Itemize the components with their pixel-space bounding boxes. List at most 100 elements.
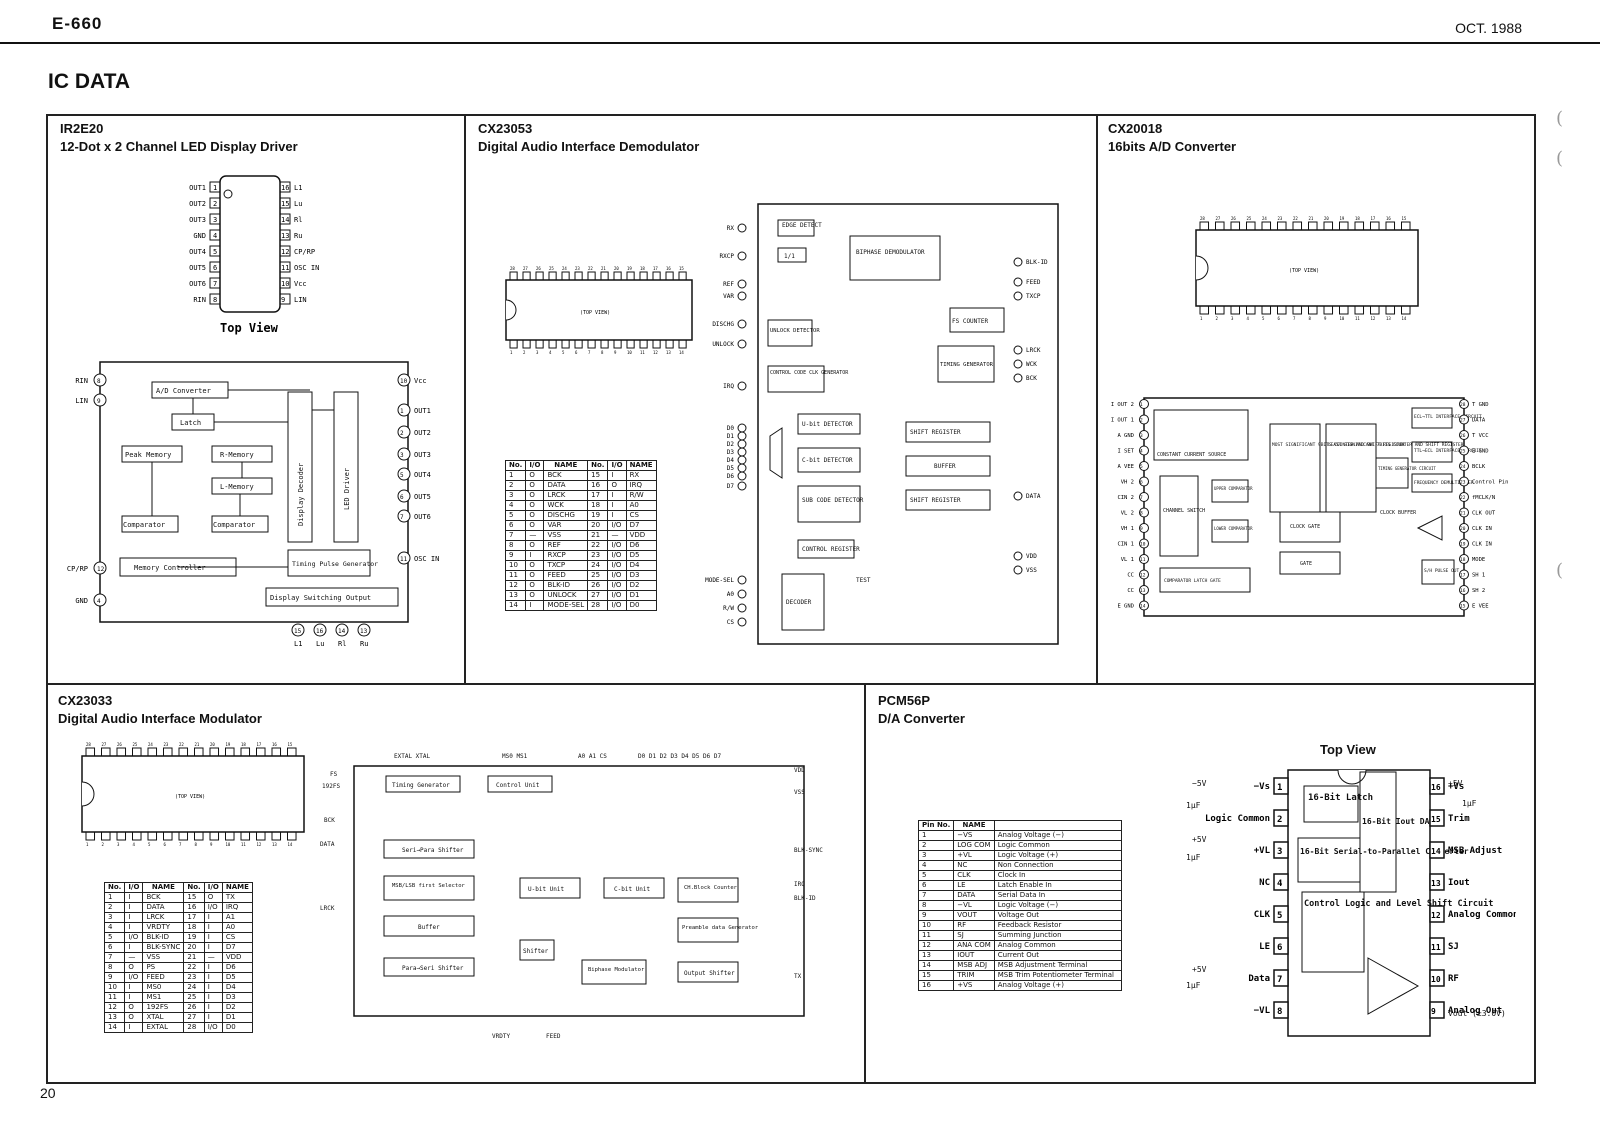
ir2e20-driver: LED Driver bbox=[343, 468, 351, 510]
svg-text:24: 24 bbox=[562, 266, 567, 271]
svg-text:VSS: VSS bbox=[794, 789, 805, 796]
svg-text:Biphase Modulator: Biphase Modulator bbox=[588, 967, 645, 973]
svg-text:9: 9 bbox=[1324, 316, 1327, 321]
svg-text:Control Logic and Level Shift: Control Logic and Level Shift Circuit bbox=[1304, 898, 1493, 909]
pin-label: OUT1 bbox=[189, 184, 206, 192]
svg-text:CONTROL REGISTER: CONTROL REGISTER bbox=[802, 546, 860, 553]
pin bbox=[209, 197, 221, 209]
svg-text:LOWER COMPARATOR: LOWER COMPARATOR bbox=[1214, 526, 1253, 531]
svg-text:6: 6 bbox=[575, 350, 578, 355]
pin-label: Iout bbox=[1448, 878, 1470, 888]
pin-label: Lu bbox=[294, 200, 302, 208]
pin-label: OUT1 bbox=[414, 407, 431, 415]
pin-label: Rl bbox=[294, 216, 302, 224]
svg-text:3: 3 bbox=[1140, 433, 1143, 439]
pin-label: A0 bbox=[727, 591, 735, 598]
svg-text:(TOP VIEW): (TOP VIEW) bbox=[175, 794, 205, 800]
svg-text:10: 10 bbox=[226, 842, 231, 847]
pin-label: VL 2 bbox=[1121, 511, 1134, 517]
svg-text:28: 28 bbox=[1200, 216, 1205, 221]
svg-text:DATA: DATA bbox=[320, 841, 335, 848]
pin-label: RXCP bbox=[720, 253, 735, 260]
svg-text:5: 5 bbox=[213, 248, 217, 256]
svg-text:LEAST SIGNIFICANT 7BITS COUNTE: LEAST SIGNIFICANT 7BITS COUNTER AND SHIF… bbox=[1328, 442, 1464, 448]
svg-text:25: 25 bbox=[1247, 216, 1252, 221]
pin-label: E VEE bbox=[1472, 604, 1489, 610]
svg-text:26: 26 bbox=[1231, 216, 1236, 221]
svg-text:8: 8 bbox=[1140, 511, 1143, 517]
pin-label: LIN bbox=[294, 296, 307, 304]
pin-label: TXCP bbox=[1026, 293, 1041, 300]
svg-text:Timing Generator: Timing Generator bbox=[392, 782, 450, 789]
svg-text:TEST: TEST bbox=[856, 577, 871, 584]
svg-text:16-Bit Iout DAC: 16-Bit Iout DAC bbox=[1362, 816, 1434, 826]
svg-text:28: 28 bbox=[86, 742, 91, 747]
svg-text:19: 19 bbox=[1460, 542, 1466, 548]
svg-text:1: 1 bbox=[1200, 316, 1203, 321]
pin-label: DISCHG bbox=[712, 321, 734, 328]
pin-label: LIN bbox=[75, 397, 88, 405]
svg-text:GATE: GATE bbox=[1300, 561, 1312, 567]
svg-text:10: 10 bbox=[1140, 542, 1146, 548]
svg-text:10: 10 bbox=[1340, 316, 1345, 321]
svg-text:CLOCK BUFFER: CLOCK BUFFER bbox=[1380, 510, 1417, 516]
pin-label: VH 2 bbox=[1121, 480, 1134, 486]
svg-text:D0 D1 D2 D3 D4 D5 D6 D7: D0 D1 D2 D3 D4 D5 D6 D7 bbox=[638, 753, 721, 760]
svg-text:28: 28 bbox=[1460, 402, 1466, 408]
pin-label: A GND bbox=[1117, 433, 1134, 439]
svg-text:22: 22 bbox=[588, 266, 593, 271]
pin-label: OUT6 bbox=[414, 513, 431, 521]
svg-text:9: 9 bbox=[281, 296, 285, 304]
svg-text:6: 6 bbox=[1140, 480, 1143, 486]
svg-text:16: 16 bbox=[272, 742, 277, 747]
svg-text:6: 6 bbox=[213, 264, 217, 272]
svg-text:4: 4 bbox=[213, 232, 217, 240]
svg-text:8: 8 bbox=[97, 378, 101, 385]
svg-text:9: 9 bbox=[1140, 526, 1143, 532]
pin bbox=[209, 229, 221, 241]
svg-text:7: 7 bbox=[400, 514, 404, 521]
pin-label: LRCK bbox=[1026, 347, 1041, 354]
svg-text:4: 4 bbox=[97, 598, 101, 605]
svg-text:(TOP VIEW): (TOP VIEW) bbox=[1289, 268, 1319, 274]
table-header: I/O bbox=[124, 882, 144, 893]
svg-text:17: 17 bbox=[653, 266, 658, 271]
pin-label: OUT4 bbox=[414, 471, 431, 479]
pin-label: VL 1 bbox=[1121, 557, 1134, 563]
ir2e20-dso: Display Switching Output bbox=[270, 594, 371, 602]
pin-label: +VL bbox=[1254, 846, 1271, 856]
svg-text:FS: FS bbox=[330, 771, 338, 778]
table-header: NAME bbox=[221, 882, 253, 893]
pin-label: D6 bbox=[727, 473, 735, 480]
table-header: I/O bbox=[607, 460, 627, 471]
ir2e20-lmem: L-Memory bbox=[220, 483, 254, 491]
svg-text:18: 18 bbox=[1460, 557, 1466, 563]
pin-label: CLK OUT bbox=[1472, 511, 1496, 517]
svg-text:1µF: 1µF bbox=[1186, 981, 1201, 990]
svg-text:1: 1 bbox=[86, 842, 89, 847]
svg-text:25: 25 bbox=[133, 742, 138, 747]
pin-label: Rl bbox=[338, 640, 346, 648]
svg-text:22: 22 bbox=[1460, 495, 1466, 501]
pin bbox=[279, 181, 291, 193]
svg-text:12: 12 bbox=[653, 350, 658, 355]
svg-text:11: 11 bbox=[1355, 316, 1360, 321]
svg-text:3: 3 bbox=[117, 842, 120, 847]
pin-label: FEED bbox=[1026, 279, 1041, 286]
pin-label: RIN bbox=[75, 377, 88, 385]
section-title: IC DATA bbox=[48, 70, 131, 93]
pin-label: CLK bbox=[1254, 910, 1271, 920]
svg-text:SHIFT REGISTER: SHIFT REGISTER bbox=[910, 497, 961, 504]
svg-text:Seri→Para Shifter: Seri→Para Shifter bbox=[402, 847, 464, 854]
pin-label: CLK IN bbox=[1472, 542, 1492, 548]
pcm56p-description: D/A Converter bbox=[878, 711, 965, 726]
pin-label: Ru bbox=[294, 232, 302, 240]
svg-text:7: 7 bbox=[1277, 975, 1282, 985]
svg-text:17: 17 bbox=[1460, 573, 1466, 579]
svg-text:13: 13 bbox=[666, 350, 671, 355]
svg-text:10: 10 bbox=[281, 280, 289, 288]
